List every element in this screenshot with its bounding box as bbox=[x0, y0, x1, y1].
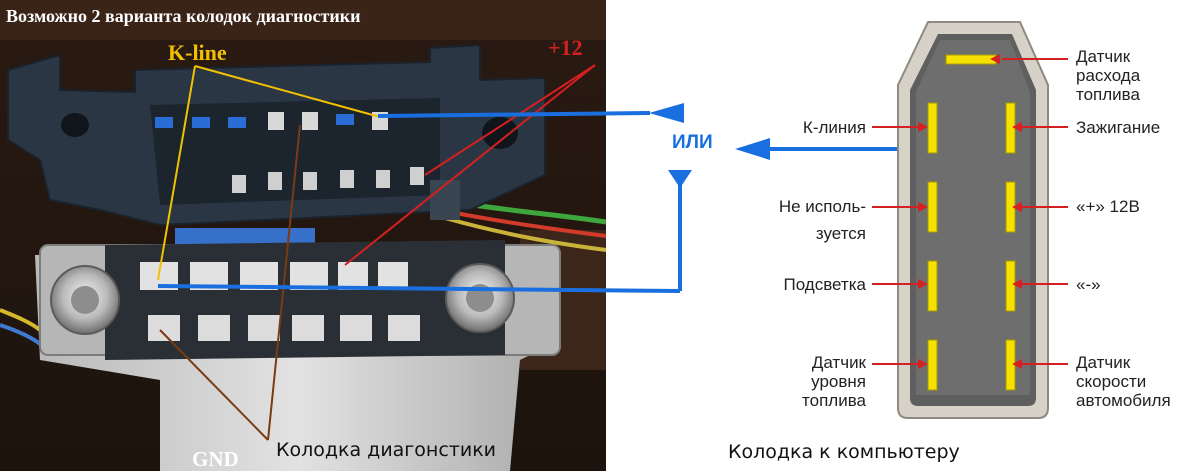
arrow-top-left bbox=[649, 103, 684, 123]
pin-fuel-flow bbox=[945, 54, 997, 65]
label-unused-2: зуется bbox=[816, 224, 866, 243]
plus12-label: +12 bbox=[548, 35, 583, 60]
pin-minus bbox=[1005, 260, 1016, 312]
label-fuel-flow-3: топлива bbox=[1076, 85, 1141, 104]
gnd-pointers bbox=[159, 124, 301, 441]
wire-red bbox=[439, 208, 607, 238]
label-minus: «-» bbox=[1076, 275, 1101, 294]
pin-speed bbox=[1005, 339, 1016, 391]
label-kline: К-линия bbox=[803, 118, 866, 137]
label-fuel-flow-2: расхода bbox=[1076, 66, 1141, 85]
arrow-left bbox=[735, 138, 770, 160]
photo-title: Возможно 2 варианта колодок диагностики bbox=[6, 6, 360, 26]
plus12-pointers bbox=[344, 64, 596, 266]
ecu-pointers bbox=[872, 54, 1068, 369]
ecu-caption: Колодка к компьютеру bbox=[728, 441, 960, 463]
label-unused-1: Не исполь- bbox=[779, 197, 866, 216]
pin-fuel-level bbox=[927, 339, 938, 391]
ecu-labels: Датчик расхода топлива К-линия Зажигание… bbox=[728, 47, 1171, 463]
pin-backlight bbox=[927, 260, 938, 312]
pin-unused bbox=[927, 181, 938, 233]
label-backlight: Подсветка bbox=[783, 275, 866, 294]
label-fuel-level-2: уровня bbox=[811, 372, 866, 391]
pin-ignition bbox=[1005, 102, 1016, 154]
pin-kline bbox=[927, 102, 938, 154]
kline-pointers bbox=[157, 65, 381, 281]
gnd-label: GND bbox=[192, 447, 239, 471]
or-label: ИЛИ bbox=[672, 132, 713, 153]
label-fuel-level-3: топлива bbox=[802, 391, 867, 410]
label-ignition: Зажигание bbox=[1076, 118, 1160, 137]
upper-connector bbox=[7, 43, 546, 244]
label-speed-3: автомобиля bbox=[1076, 391, 1171, 410]
wire-left-blue bbox=[0, 323, 42, 346]
label-speed-2: скорости bbox=[1076, 372, 1146, 391]
arrow-down bbox=[668, 170, 692, 188]
photo-top-strip bbox=[0, 0, 606, 40]
wire-left-yellow bbox=[0, 308, 42, 332]
label-plus12v: «+» 12В bbox=[1076, 197, 1140, 216]
photo-caption: Колодка диагонстики bbox=[276, 439, 496, 461]
label-speed-1: Датчик bbox=[1076, 353, 1131, 372]
kline-label: K-line bbox=[168, 40, 227, 65]
lower-connector bbox=[39, 240, 561, 360]
label-fuel-level-1: Датчик bbox=[812, 353, 867, 372]
ecu-connector bbox=[897, 21, 1049, 419]
label-fuel-flow-1: Датчик bbox=[1076, 47, 1131, 66]
blue-routing: ИЛИ bbox=[157, 103, 930, 293]
connector-photo: Возможно 2 варианта колодок диагностики … bbox=[0, 0, 607, 471]
wire-yellow bbox=[444, 216, 607, 252]
